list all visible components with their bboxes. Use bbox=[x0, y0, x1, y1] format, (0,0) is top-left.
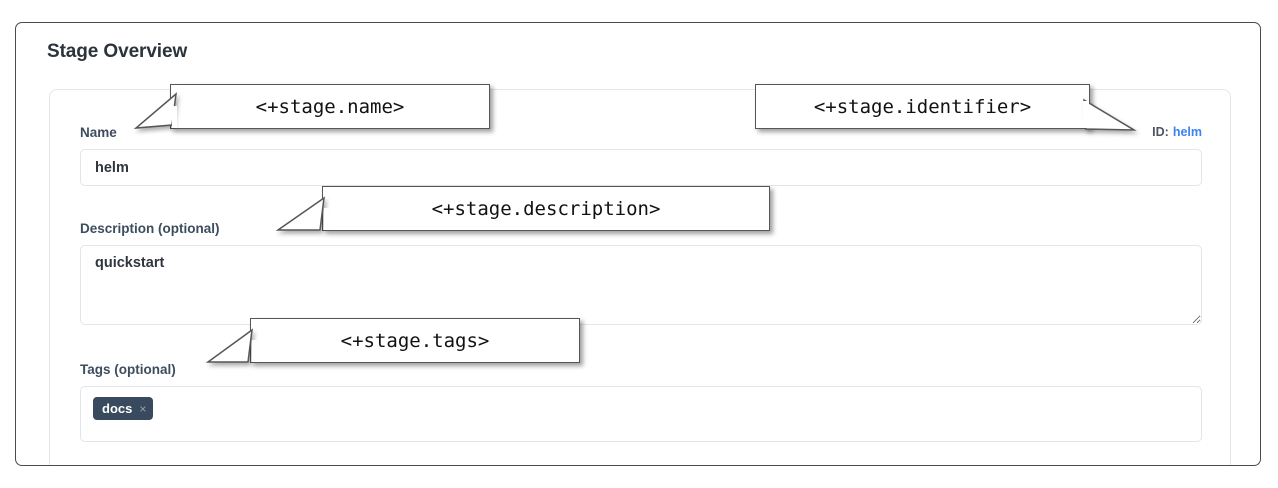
name-label-row: Name ID:helm bbox=[80, 124, 1202, 142]
description-label-row: Description (optional) bbox=[80, 220, 1202, 238]
tag-remove-icon[interactable]: × bbox=[139, 401, 147, 416]
description-field-group: Description (optional) bbox=[80, 220, 1202, 330]
tags-label-row: Tags (optional) bbox=[80, 361, 1202, 379]
callout-stage-identifier: <+stage.identifier> bbox=[755, 84, 1090, 129]
identifier-value-link[interactable]: helm bbox=[1172, 125, 1202, 139]
identifier-prefix-label: ID: bbox=[1152, 125, 1169, 139]
callout-tail-join-name bbox=[172, 106, 177, 128]
callout-stage-name-text: <+stage.name> bbox=[255, 95, 405, 118]
stage-form-card: Name ID:helm Description (optional) Tags… bbox=[49, 89, 1231, 465]
tag-chip-label: docs bbox=[102, 401, 133, 416]
callout-stage-tags-text: <+stage.tags> bbox=[340, 329, 490, 352]
name-input[interactable] bbox=[80, 149, 1202, 186]
name-label: Name bbox=[80, 125, 117, 140]
callout-stage-name: <+stage.name> bbox=[170, 84, 490, 129]
tags-field-group: Tags (optional) docs × bbox=[80, 361, 1202, 442]
page-title: Stage Overview bbox=[47, 41, 188, 62]
callout-tail-join-tags bbox=[252, 340, 257, 362]
callout-stage-description: <+stage.description> bbox=[322, 186, 770, 231]
callout-stage-description-text: <+stage.description> bbox=[431, 197, 661, 220]
callout-tail-join-description bbox=[324, 208, 329, 230]
name-field-group: Name ID:helm bbox=[80, 124, 1202, 186]
callout-stage-identifier-text: <+stage.identifier> bbox=[813, 95, 1032, 118]
callout-tail-join-identifier bbox=[1083, 101, 1089, 128]
tags-label: Tags (optional) bbox=[80, 362, 176, 377]
tag-chip[interactable]: docs × bbox=[93, 397, 154, 420]
tags-input[interactable]: docs × bbox=[80, 386, 1202, 442]
description-textarea[interactable] bbox=[80, 245, 1202, 325]
description-label: Description (optional) bbox=[80, 221, 220, 236]
stage-identifier-display: ID:helm bbox=[1152, 124, 1202, 140]
callout-stage-tags: <+stage.tags> bbox=[250, 318, 580, 363]
